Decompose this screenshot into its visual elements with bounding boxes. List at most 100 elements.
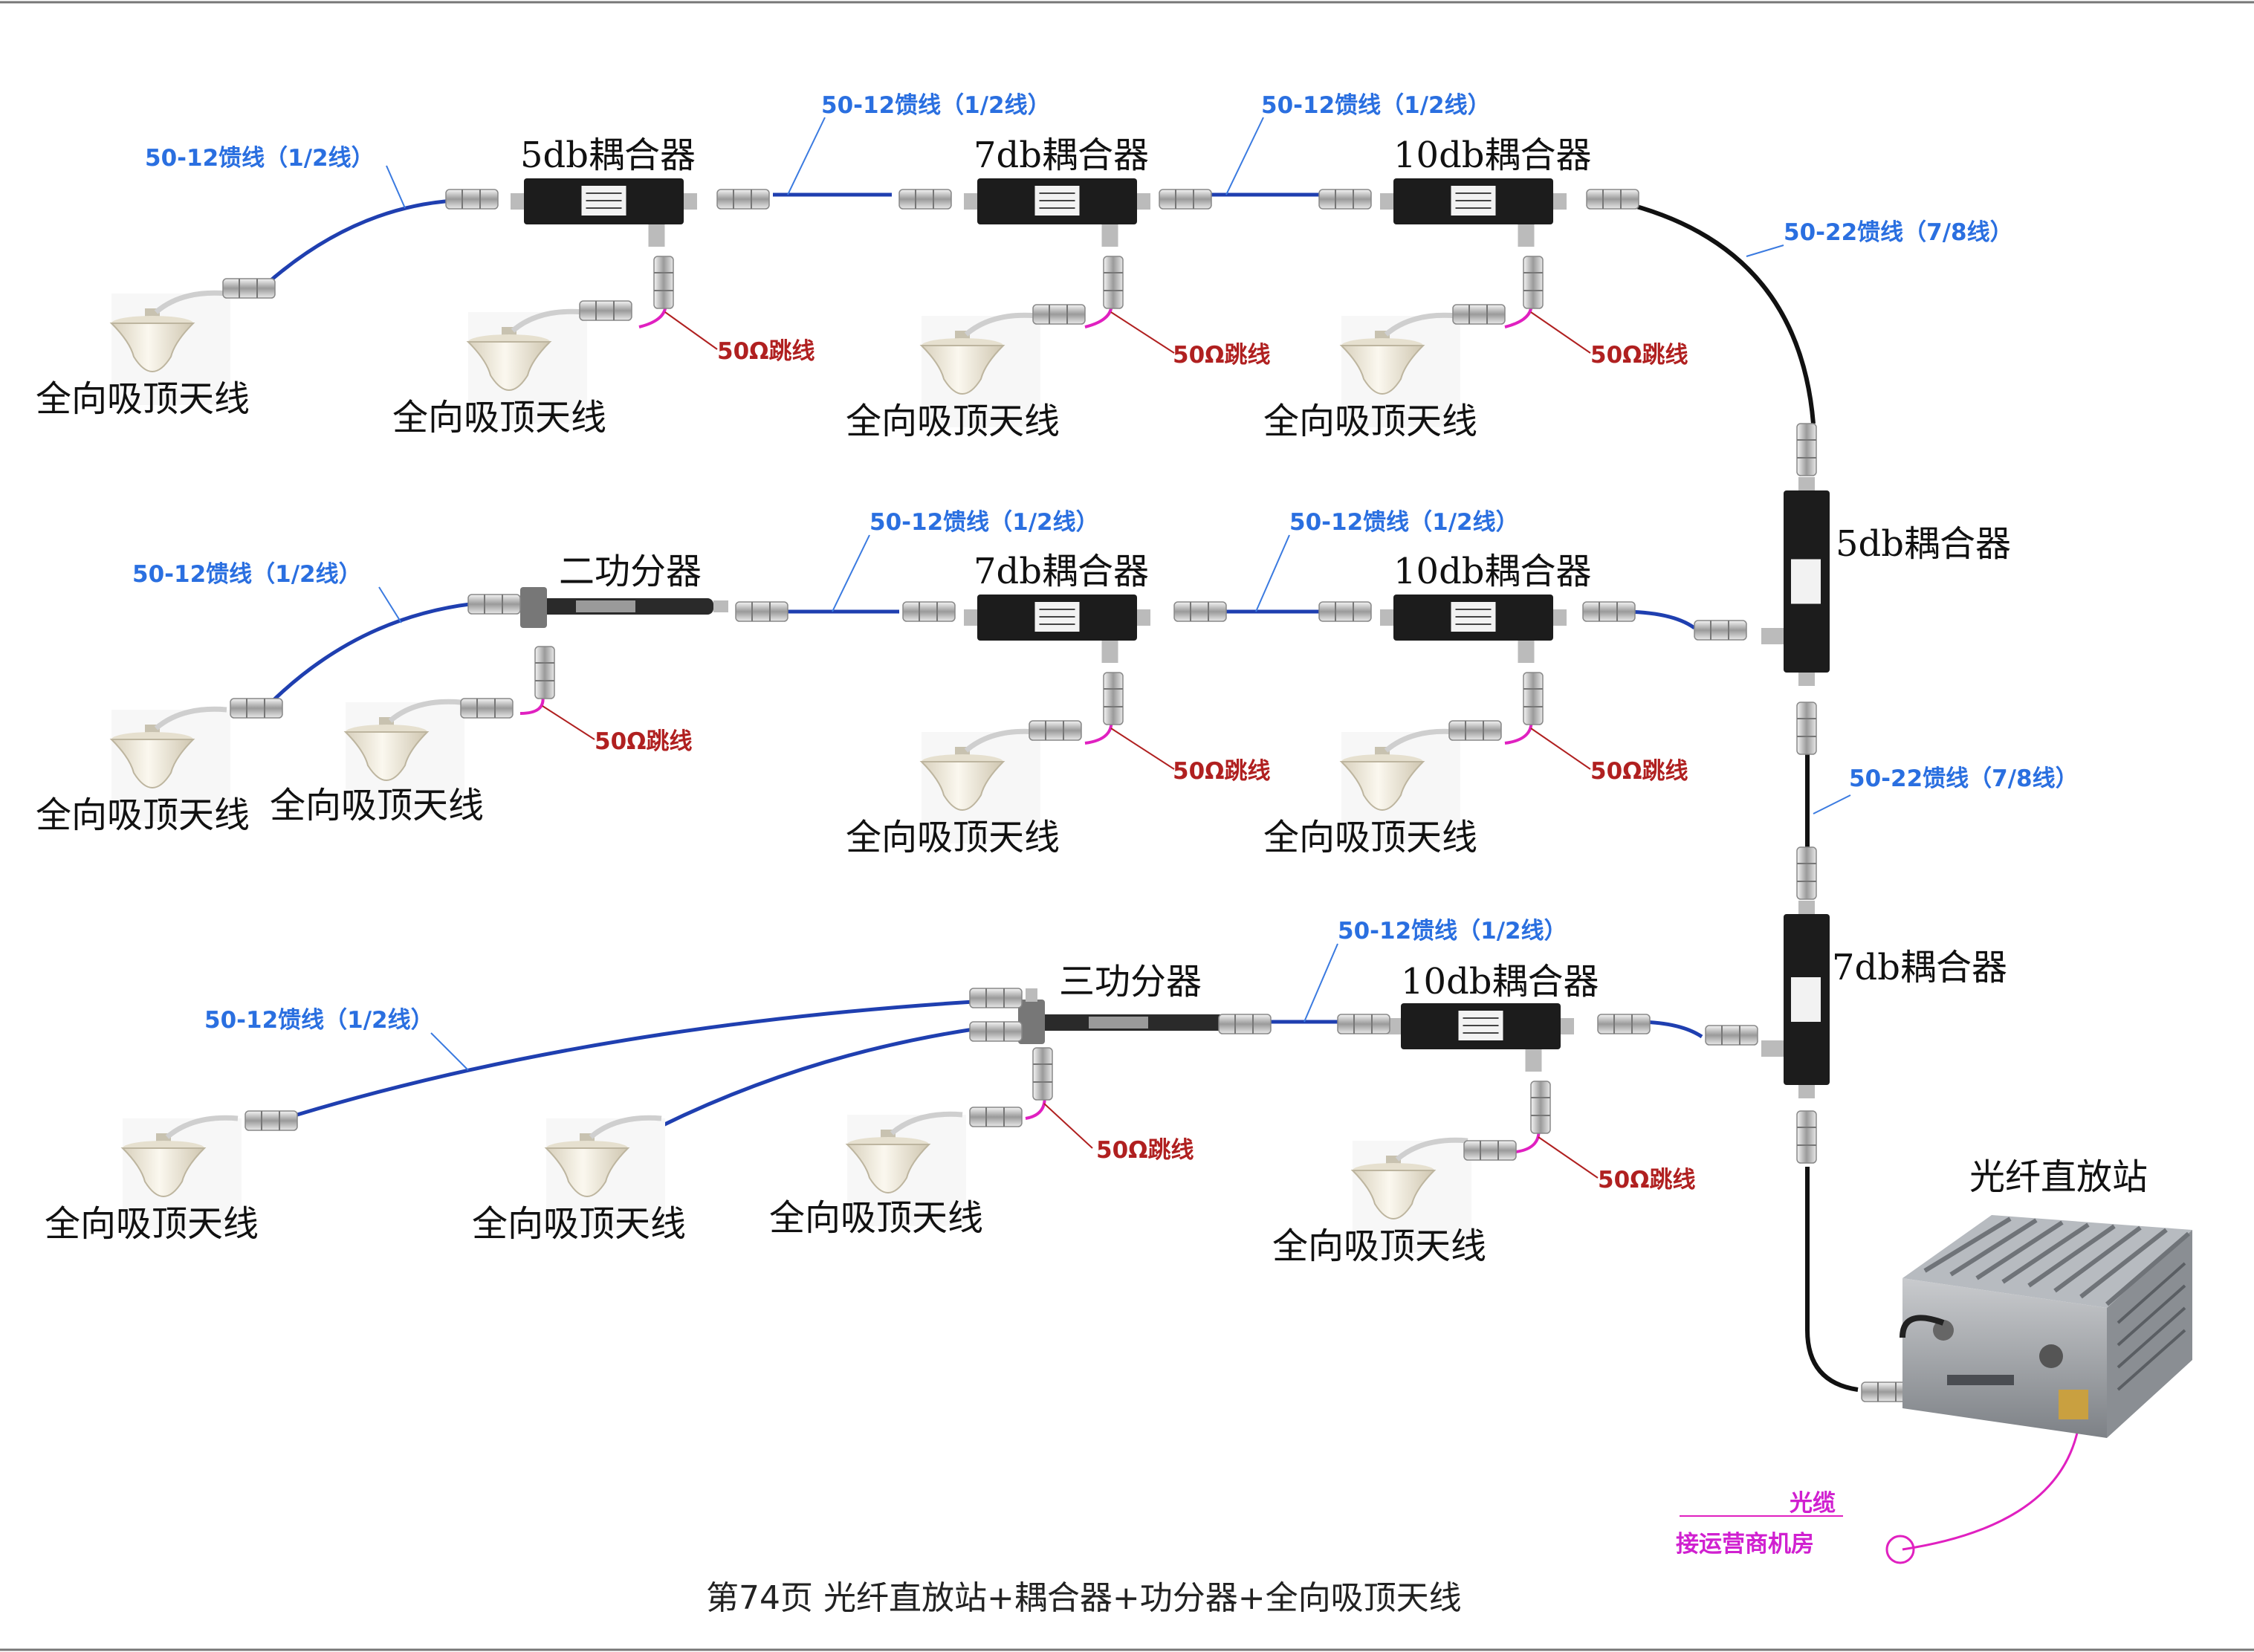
repeater-label: 光纤直放站	[1969, 1156, 2148, 1198]
antenna-label: 全向吸顶天线	[472, 1203, 686, 1245]
ceiling-antenna-icon	[919, 312, 1040, 427]
n-connector-icon	[1032, 304, 1086, 325]
n-connector-icon	[716, 189, 770, 210]
coupler-label: 10db耦合器	[1393, 551, 1592, 592]
coupler-label: 5db耦合器	[1836, 523, 2011, 565]
ceiling-antenna-icon	[544, 1115, 665, 1230]
fiber-cable	[1902, 1408, 2082, 1551]
power-splitter-icon	[520, 587, 728, 628]
n-connector-icon	[1586, 189, 1639, 210]
n-connector-icon	[1103, 672, 1124, 725]
ceiling-antenna-icon	[109, 706, 230, 821]
jumper-label: 50Ω跳线	[1590, 342, 1688, 369]
feed-cable	[259, 198, 454, 291]
n-connector-icon	[1159, 189, 1212, 210]
n-connector-icon	[579, 300, 632, 321]
n-connector-icon	[1463, 1140, 1517, 1161]
feed-label: 50-12馈线（1/2线）	[1261, 92, 1491, 119]
ceiling-antenna-icon	[845, 1111, 966, 1226]
coupler-icon	[964, 178, 1150, 247]
n-connector-icon	[969, 1107, 1023, 1127]
splitter-label: 二功分器	[559, 551, 702, 592]
ceiling-antenna-icon	[120, 1115, 242, 1230]
jumper-leaders	[542, 311, 1599, 1179]
n-connector-icon	[1523, 672, 1544, 725]
n-connector-icon	[467, 594, 521, 615]
coupler-icon	[964, 595, 1150, 663]
n-connector-icon	[969, 1021, 1023, 1042]
n-connector-icon	[1173, 601, 1227, 622]
fiber-cable-label: 光缆	[1790, 1490, 1836, 1517]
feed-cable	[652, 1027, 974, 1132]
n-connector-icon	[244, 1110, 298, 1131]
n-connector-icon	[1103, 256, 1124, 309]
n-connector-icon	[534, 646, 555, 699]
antenna-label: 全向吸顶天线	[270, 785, 484, 826]
feed-78-cable	[1619, 200, 1816, 424]
n-connector-icon	[1318, 601, 1372, 622]
n-connector-icon	[1796, 702, 1817, 755]
n-connector-icon	[653, 256, 674, 309]
n-connector-icon	[735, 601, 788, 622]
antenna-label: 全向吸顶天线	[1263, 401, 1477, 442]
feed-label: 50-12馈线（1/2线）	[821, 92, 1051, 119]
n-connector-icon	[445, 189, 499, 210]
coupler-icon	[1380, 595, 1567, 663]
jumper-label: 50Ω跳线	[595, 728, 693, 755]
n-connector-icon	[902, 601, 956, 622]
ceiling-antenna-icon	[1350, 1137, 1471, 1252]
feed-label: 50-12馈线（1/2线）	[132, 561, 362, 588]
page-caption: 第74页 光纤直放站+耦合器+功分器+全向吸顶天线	[706, 1579, 1462, 1617]
coupler-icon	[1761, 477, 1830, 686]
jumper-label: 50Ω跳线	[1598, 1167, 1696, 1193]
cables	[259, 192, 2082, 1564]
coupler-label: 7db耦合器	[974, 135, 1149, 176]
antenna-label: 全向吸顶天线	[769, 1197, 983, 1239]
ceiling-antenna-icon	[919, 728, 1040, 843]
coupler-icon	[1761, 901, 1830, 1098]
n-connector-icon	[1523, 256, 1544, 309]
n-connector-icon	[1452, 304, 1506, 325]
n-connector-icon	[1448, 720, 1502, 741]
antenna-label: 全向吸顶天线	[45, 1203, 259, 1245]
n-connector-icon	[230, 698, 283, 719]
coupler-label: 10db耦合器	[1401, 961, 1599, 1002]
coupler-label: 7db耦合器	[974, 551, 1149, 592]
coupler-icon	[1380, 178, 1567, 247]
jumper-label: 50Ω跳线	[717, 338, 815, 365]
n-connector-icon	[1597, 1014, 1651, 1034]
n-connector-icon	[222, 278, 276, 299]
ceiling-antenna-icon	[343, 699, 464, 814]
n-connector-icon	[898, 189, 952, 210]
ceiling-antenna-icon	[466, 308, 587, 424]
ceiling-antenna-icon	[1339, 728, 1460, 843]
feed-78-label: 50-22馈线（7/8线）	[1784, 219, 2013, 246]
n-connector-icon	[1337, 1014, 1390, 1034]
fiber-end	[1885, 1535, 1915, 1564]
label-leaders	[378, 117, 1851, 1071]
ceiling-antenna-icon	[109, 290, 230, 405]
n-connector-icon	[1796, 1110, 1817, 1164]
n-connector-icon	[1029, 720, 1082, 741]
antenna-label: 全向吸顶天线	[846, 817, 1060, 858]
jumper-label: 50Ω跳线	[1590, 758, 1688, 785]
n-connector-icon	[1796, 423, 1817, 476]
n-connector-icon	[1218, 1014, 1272, 1034]
n-connector-icon	[1318, 189, 1372, 210]
n-connector-icon	[1032, 1047, 1053, 1101]
feed-label: 50-12馈线（1/2线）	[869, 509, 1099, 536]
antenna-label: 全向吸顶天线	[36, 794, 250, 836]
feed-78-label: 50-22馈线（7/8线）	[1849, 765, 2079, 792]
n-connector-icon	[1582, 601, 1636, 622]
n-connector-icon	[1530, 1081, 1551, 1134]
feed-label: 50-12馈线（1/2线）	[204, 1007, 434, 1034]
feed-cable	[297, 1000, 974, 1117]
coupler-label: 5db耦合器	[520, 135, 696, 176]
splitter-label: 三功分器	[1059, 961, 1202, 1002]
n-connector-icon	[1796, 846, 1817, 900]
n-connector-icon	[460, 698, 514, 719]
n-connector-icon	[1694, 620, 1747, 641]
n-connector-icon	[969, 988, 1023, 1008]
n-connector-icon	[1705, 1025, 1758, 1046]
antenna-label: 全向吸顶天线	[1263, 817, 1477, 858]
